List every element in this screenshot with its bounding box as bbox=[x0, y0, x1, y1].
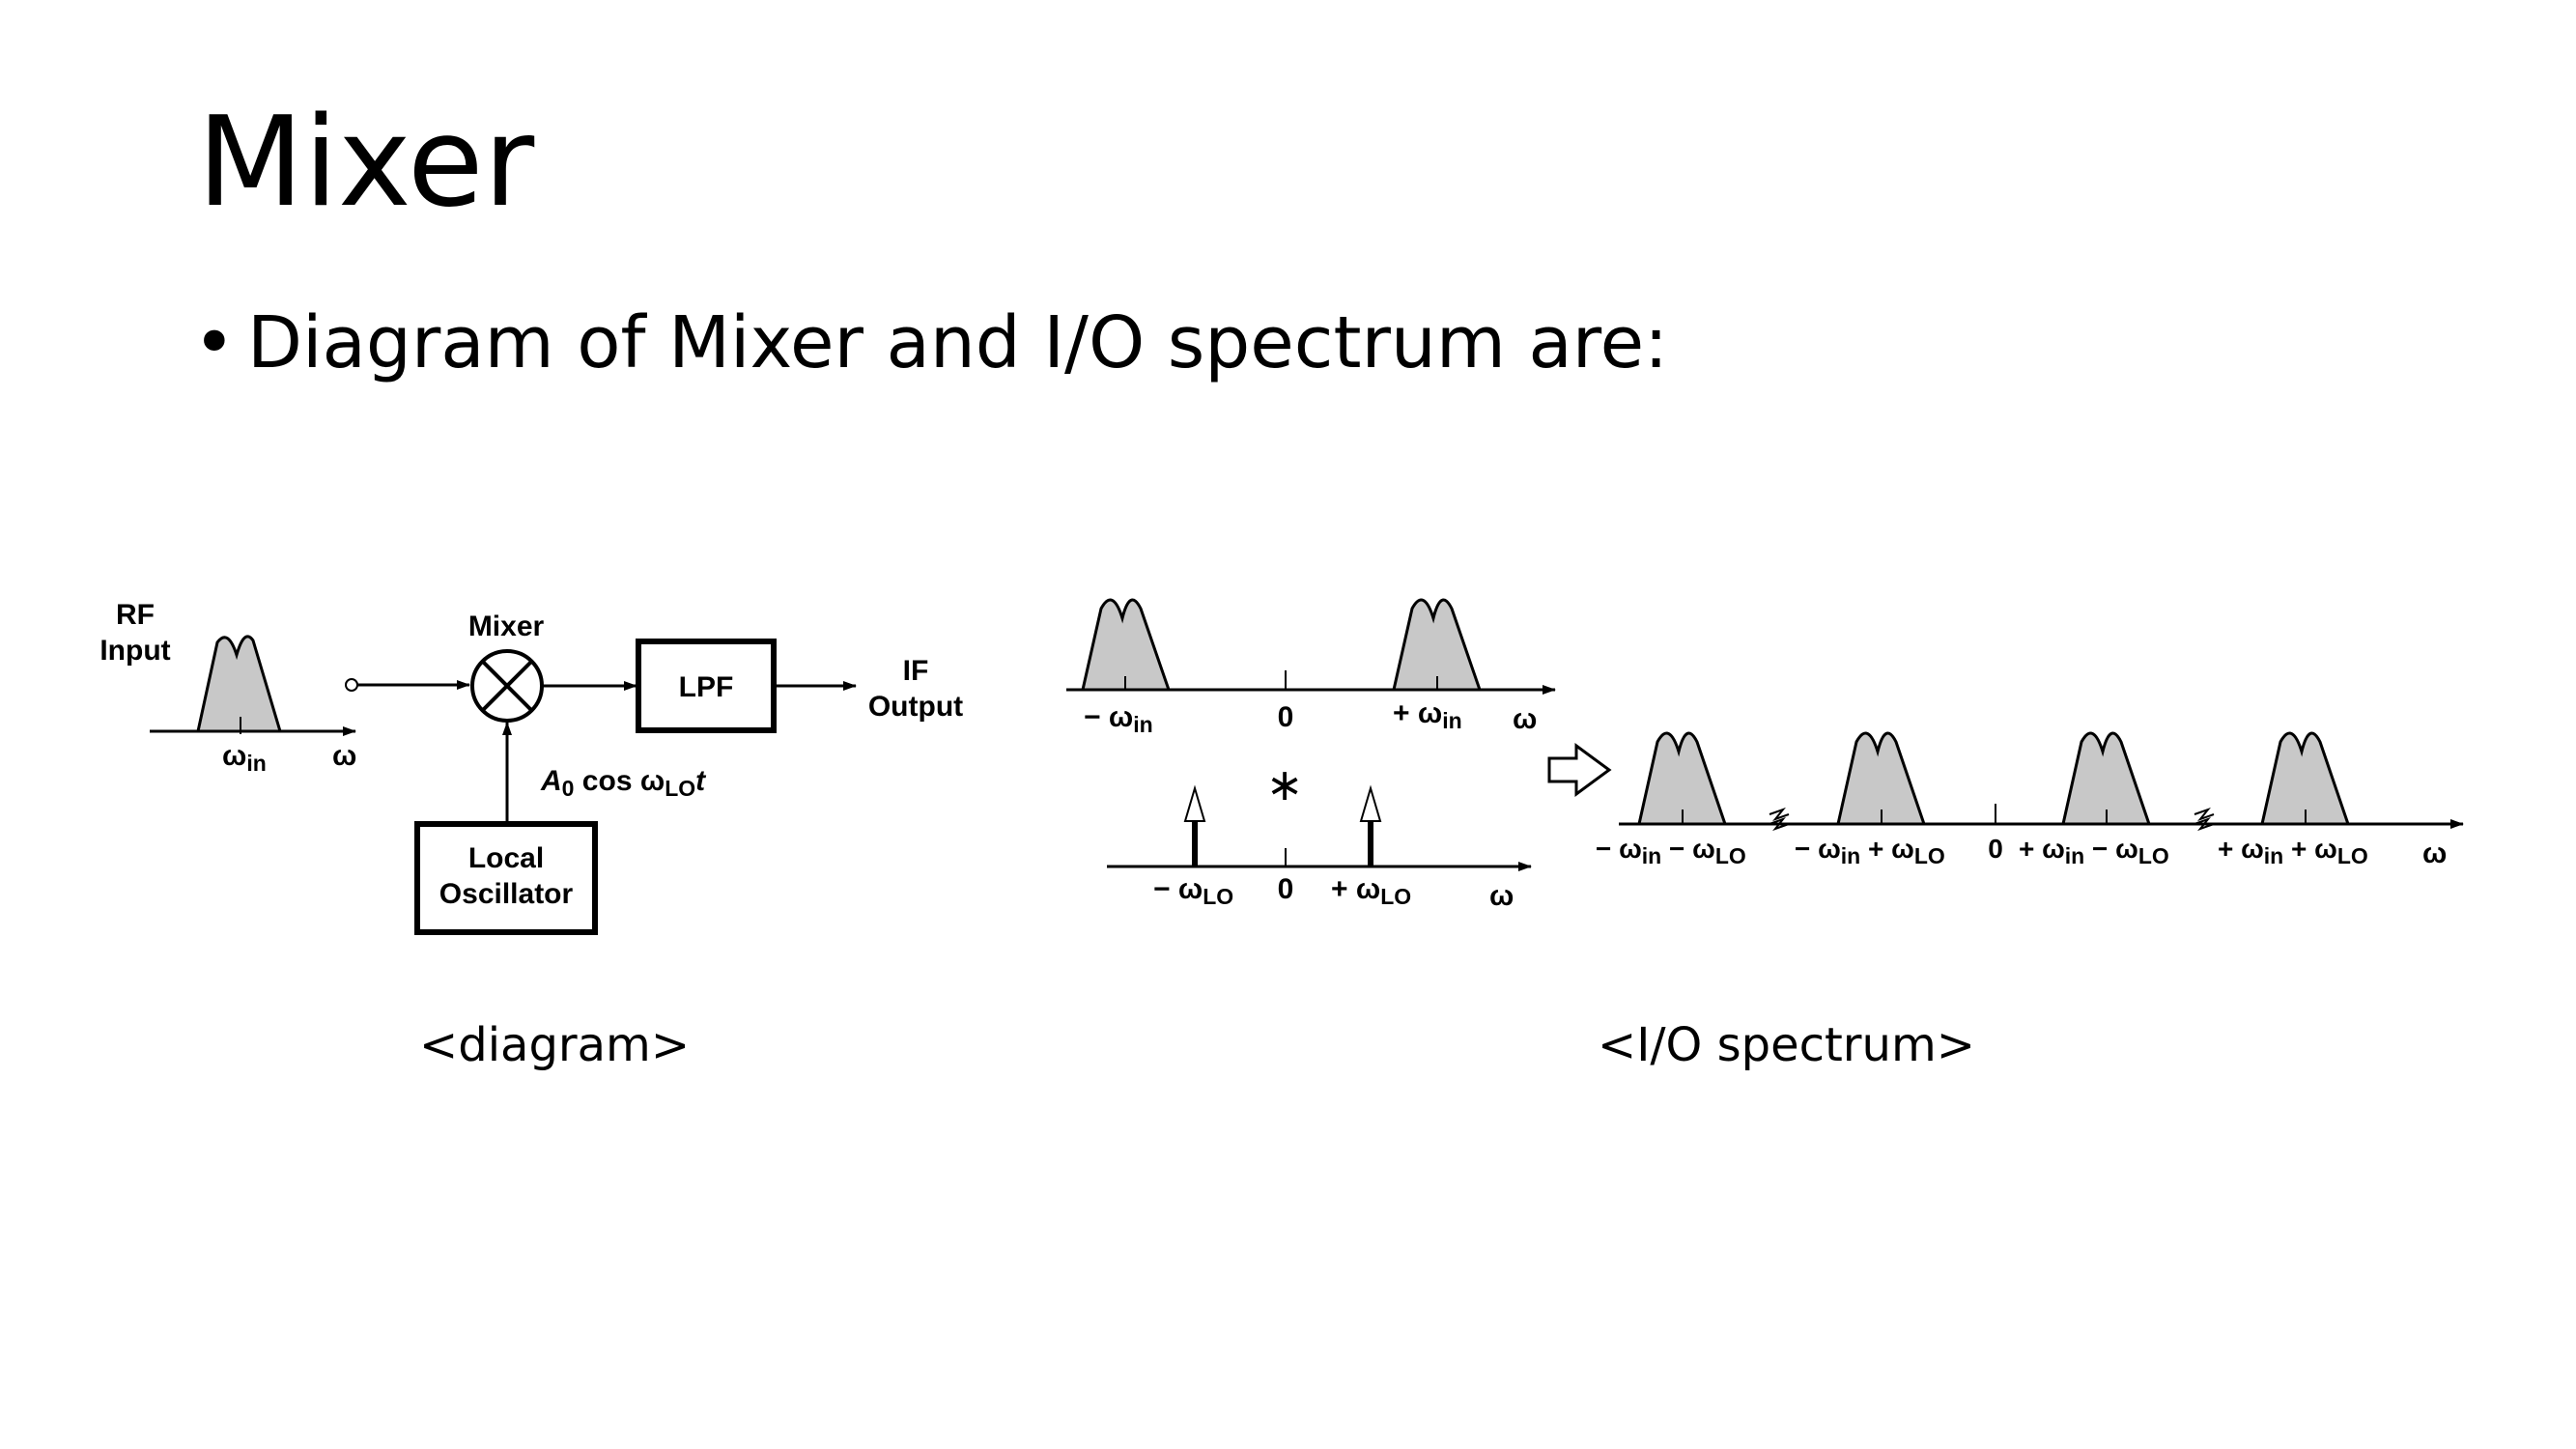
lo-label-2: Oscillator bbox=[439, 878, 574, 910]
io-spectrum: − ωin 0 + ωin ω ∗ − ωLO 0 + ωLO ω bbox=[1066, 598, 2464, 912]
if-label-2: Output bbox=[868, 691, 963, 723]
lo-impulse-neg-head bbox=[1183, 784, 1206, 822]
convolution-symbol: ∗ bbox=[1266, 758, 1304, 810]
bullet-text: Diagram of Mixer and I/O spectrum are: bbox=[247, 301, 1669, 384]
rf-axis-label: ω bbox=[332, 740, 356, 772]
out-axis-label: ω bbox=[2422, 838, 2447, 869]
neg-wlo-label: − ωLO bbox=[1153, 873, 1233, 909]
out-label-2: − ωin + ωLO bbox=[1795, 834, 1945, 868]
top-zero-label: 0 bbox=[1278, 701, 1294, 733]
bullet-line: •Diagram of Mixer and I/O spectrum are: bbox=[193, 307, 1668, 379]
rf-w-label: ωin bbox=[222, 740, 267, 776]
diagram-caption: <diagram> bbox=[419, 1018, 691, 1072]
result-arrow bbox=[1547, 743, 1612, 797]
if-label-1: IF bbox=[903, 655, 929, 687]
pos-win-label: + ωin bbox=[1393, 697, 1462, 733]
neg-win-label: − ωin bbox=[1084, 701, 1153, 737]
block-diagram: RF Input ωin ω Mixer LPF IF Output A0 co… bbox=[99, 599, 963, 935]
mixer-label: Mixer bbox=[468, 611, 545, 642]
out-label-3: + ωin − ωLO bbox=[2019, 834, 2169, 868]
pos-wlo-label: + ωLO bbox=[1331, 873, 1411, 909]
lo-impulse-pos-head bbox=[1359, 784, 1382, 822]
axis-break-left bbox=[1769, 807, 1790, 822]
rf-input-label-1: RF bbox=[116, 599, 155, 631]
axis-break-right bbox=[2194, 807, 2215, 822]
top-axis-label: ω bbox=[1513, 703, 1537, 735]
lpf-label: LPF bbox=[679, 671, 734, 703]
input-band-neg bbox=[1081, 598, 1172, 692]
output-band-2 bbox=[1836, 731, 1927, 826]
out-zero-label: 0 bbox=[1988, 834, 2003, 864]
local-oscillator-block bbox=[414, 821, 598, 935]
output-band-4 bbox=[2260, 731, 2351, 826]
input-band-pos bbox=[1392, 598, 1483, 692]
lo-axis-label: ω bbox=[1489, 880, 1514, 912]
lo-label-1: Local bbox=[468, 842, 544, 874]
output-band-1 bbox=[1637, 731, 1728, 826]
lo-zero-label: 0 bbox=[1278, 873, 1294, 905]
slide-title: Mixer bbox=[197, 91, 535, 235]
bullet-marker: • bbox=[193, 301, 236, 384]
spectrum-caption: <I/O spectrum> bbox=[1598, 1018, 1975, 1072]
rf-band bbox=[196, 635, 283, 733]
out-label-1: − ωin − ωLO bbox=[1596, 834, 1746, 868]
lo-expression: A0 cos ωLOt bbox=[540, 765, 707, 801]
rf-input-label-2: Input bbox=[99, 635, 170, 667]
out-label-4: + ωin + ωLO bbox=[2218, 834, 2368, 868]
input-terminal bbox=[345, 678, 358, 692]
output-band-3 bbox=[2061, 731, 2152, 826]
lpf-block bbox=[636, 639, 777, 733]
